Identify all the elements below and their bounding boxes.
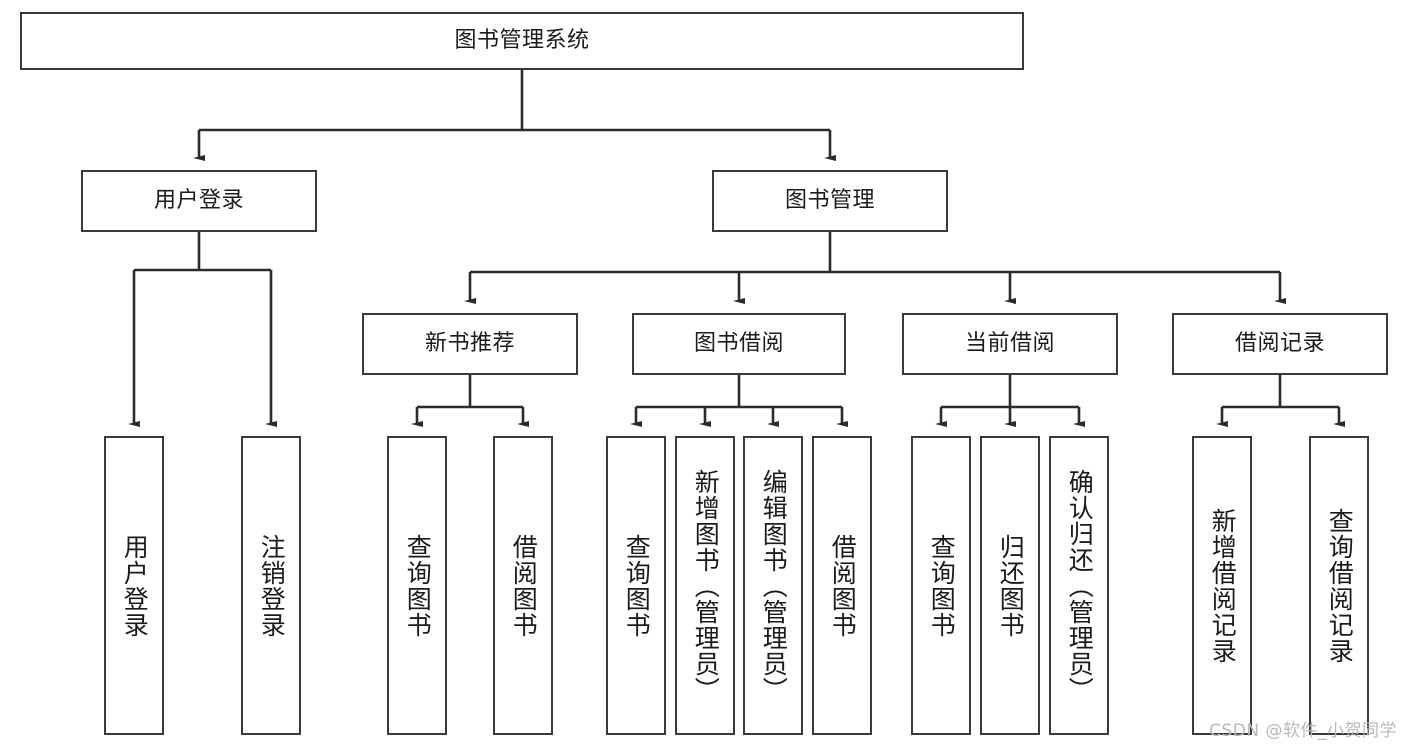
- leaf-current-borrow-2[interactable]: 归还图书: [980, 436, 1040, 735]
- leaf-borrow-record-2[interactable]: 查询借阅记录: [1309, 436, 1369, 735]
- leaf-book-borrow-1-label: 查询图书: [622, 533, 652, 638]
- leaf-borrow-record-1[interactable]: 新增借阅记录: [1192, 436, 1252, 735]
- leaf-book-borrow-4-label: 借阅图书: [828, 533, 858, 638]
- node-book-borrow-label: 图书借阅: [693, 330, 784, 356]
- node-new-book-recommend[interactable]: 新书推荐: [362, 313, 578, 375]
- node-root[interactable]: 图书管理系统: [20, 12, 1024, 70]
- leaf-book-borrow-3[interactable]: 编辑图书（管理员）: [743, 436, 803, 735]
- leaf-new-book-recommend-1-label: 查询图书: [403, 533, 433, 638]
- leaf-current-borrow-3[interactable]: 确认归还（管理员）: [1049, 436, 1109, 735]
- leaf-current-borrow-2-label: 归还图书: [996, 533, 1026, 638]
- node-book-borrow[interactable]: 图书借阅: [632, 313, 846, 375]
- leaf-user-login-2[interactable]: 注销登录: [241, 436, 301, 735]
- leaf-new-book-recommend-2[interactable]: 借阅图书: [493, 436, 553, 735]
- leaf-new-book-recommend-2-label: 借阅图书: [509, 533, 539, 638]
- leaf-borrow-record-2-label: 查询借阅记录: [1325, 507, 1355, 664]
- leaf-new-book-recommend-1[interactable]: 查询图书: [387, 436, 447, 735]
- leaf-book-borrow-2-label: 新增图书（管理员）: [691, 468, 721, 703]
- leaf-book-borrow-3-label: 编辑图书（管理员）: [759, 468, 789, 703]
- node-user-login[interactable]: 用户登录: [81, 170, 317, 232]
- node-current-borrow[interactable]: 当前借阅: [902, 313, 1118, 375]
- leaf-user-login-1-label: 用户登录: [120, 533, 150, 638]
- node-book-management-label: 图书管理: [784, 187, 875, 213]
- leaf-user-login-1[interactable]: 用户登录: [104, 436, 164, 735]
- node-borrow-record-label: 借阅记录: [1234, 330, 1325, 356]
- node-book-management[interactable]: 图书管理: [712, 170, 948, 232]
- csdn-watermark: CSDN @软件_小贺同学: [1209, 721, 1397, 741]
- leaf-current-borrow-1-label: 查询图书: [927, 533, 957, 638]
- leaf-borrow-record-1-label: 新增借阅记录: [1208, 507, 1238, 664]
- leaf-book-borrow-1[interactable]: 查询图书: [606, 436, 666, 735]
- node-root-label: 图书管理系统: [454, 27, 590, 53]
- leaf-current-borrow-3-label: 确认归还（管理员）: [1065, 468, 1095, 703]
- node-current-borrow-label: 当前借阅: [964, 330, 1055, 356]
- leaf-current-borrow-1[interactable]: 查询图书: [911, 436, 971, 735]
- leaf-book-borrow-4[interactable]: 借阅图书: [812, 436, 872, 735]
- node-borrow-record[interactable]: 借阅记录: [1172, 313, 1388, 375]
- leaf-book-borrow-2[interactable]: 新增图书（管理员）: [675, 436, 735, 735]
- node-user-login-label: 用户登录: [153, 187, 244, 213]
- node-new-book-recommend-label: 新书推荐: [424, 330, 515, 356]
- leaf-user-login-2-label: 注销登录: [257, 533, 287, 638]
